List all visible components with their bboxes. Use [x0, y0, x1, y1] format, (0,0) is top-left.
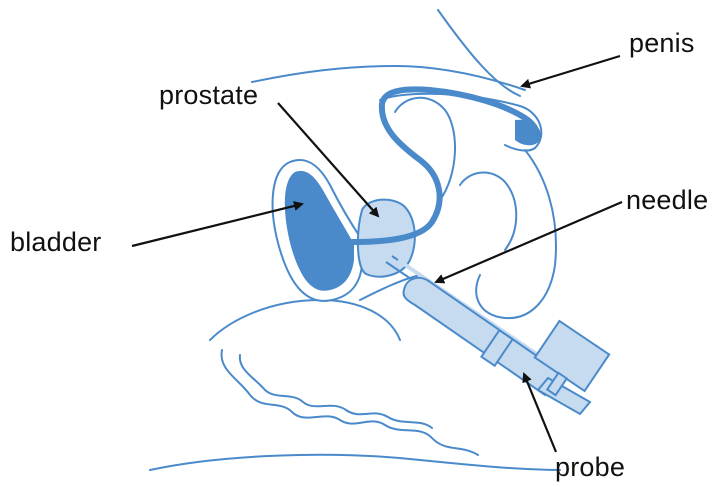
- label-penis: penis: [629, 30, 695, 57]
- lower-body-outline: [150, 455, 560, 470]
- label-bladder: bladder: [10, 229, 101, 256]
- label-prostate: prostate: [159, 82, 258, 109]
- perineum-outline: [460, 173, 516, 250]
- rectum-outline: [222, 350, 478, 455]
- label-probe: probe: [555, 454, 625, 481]
- ultrasound-probe: [403, 278, 609, 414]
- posterior-outline: [210, 300, 400, 340]
- glans: [515, 120, 541, 146]
- body-back-outline: [438, 10, 520, 96]
- scrotum-outline: [476, 150, 556, 318]
- label-needle: needle: [626, 187, 708, 214]
- arrow-needle: [436, 202, 622, 282]
- arrow-penis: [522, 56, 620, 86]
